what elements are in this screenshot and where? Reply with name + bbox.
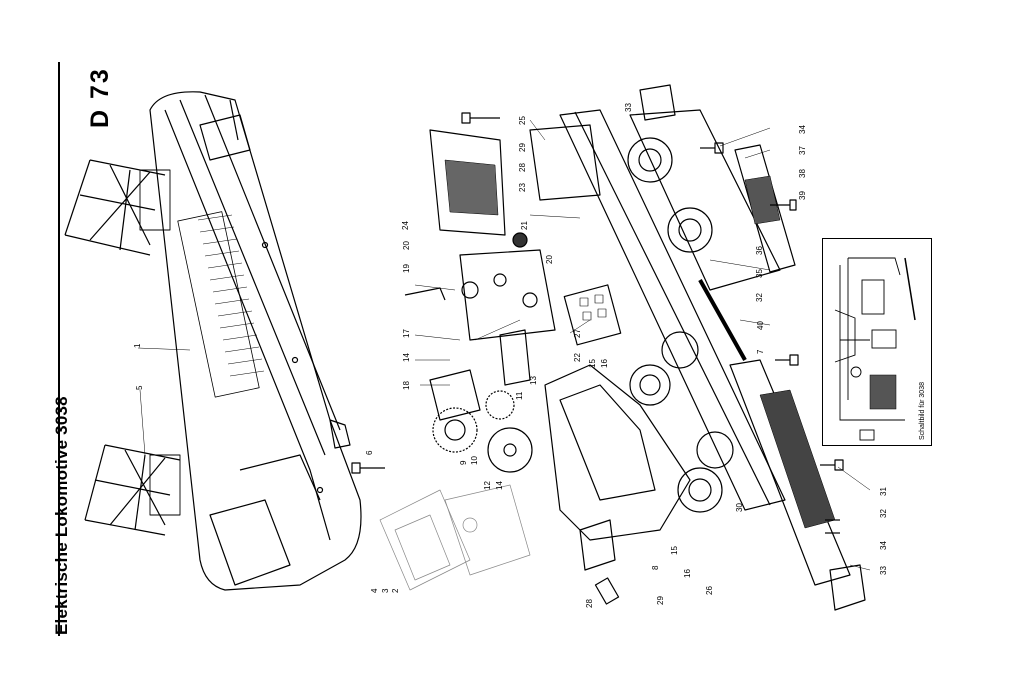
callout-3: 3 (381, 588, 390, 593)
bogie-upper (627, 84, 796, 291)
callout-17: 17 (402, 329, 411, 338)
callout-38: 38 (798, 169, 807, 178)
callout-15b: 15 (670, 546, 679, 555)
callout-11: 11 (515, 391, 524, 400)
callout-29b: 29 (656, 596, 665, 605)
callout-28a: 28 (518, 163, 527, 172)
callout-40: 40 (756, 321, 765, 330)
callout-35: 35 (755, 269, 764, 278)
callout-2: 2 (391, 588, 400, 593)
callout-25: 25 (518, 116, 527, 125)
pantograph-upper (64, 159, 171, 256)
schematic-caption: Schaltbild für 3038 (919, 382, 926, 440)
callout-34b: 34 (879, 541, 888, 550)
callout-5: 5 (135, 385, 144, 390)
callout-33b: 33 (879, 566, 888, 575)
callout-23: 23 (518, 183, 527, 192)
callout-9: 9 (459, 460, 468, 465)
callout-28b: 28 (585, 599, 594, 608)
callout-26: 26 (705, 586, 714, 595)
pantograph-lower (84, 444, 181, 536)
wiring-schematic-box (822, 238, 932, 446)
callout-22: 22 (573, 353, 582, 362)
callout-8: 8 (651, 565, 660, 570)
callout-34a: 34 (798, 125, 807, 134)
callout-12: 12 (483, 481, 492, 490)
title-rule (58, 62, 60, 636)
callout-1: 1 (133, 343, 142, 348)
callout-36: 36 (755, 246, 764, 255)
callout-37: 37 (798, 146, 807, 155)
callout-15a: 15 (588, 359, 597, 368)
callout-32b: 32 (879, 509, 888, 518)
callout-4: 4 (370, 588, 379, 593)
top-cover-assembly (429, 124, 601, 248)
bogie-lower (729, 359, 866, 611)
callout-20b: 20 (545, 255, 554, 264)
callout-20a: 20 (402, 241, 411, 250)
callout-14b: 14 (495, 481, 504, 490)
wiring-schematic (834, 257, 916, 441)
callout-16a: 16 (600, 359, 609, 368)
chassis-frame (559, 109, 786, 511)
callout-14a: 14 (402, 353, 411, 362)
locomotive-body (149, 91, 362, 591)
callout-27: 27 (573, 329, 582, 338)
callout-32a: 32 (755, 293, 764, 302)
leader-lines (137, 119, 871, 571)
callout-18: 18 (402, 381, 411, 390)
ghost-cab-parts (379, 484, 531, 591)
callout-39: 39 (798, 191, 807, 200)
callout-16b: 16 (683, 569, 692, 578)
callout-7: 7 (756, 349, 765, 354)
callout-21: 21 (520, 221, 529, 230)
callout-19: 19 (402, 264, 411, 273)
callout-10: 10 (470, 456, 479, 465)
callout-13: 13 (529, 376, 538, 385)
part-callouts: 1 2 3 4 5 6 7 8 9 10 11 12 13 14 14 15 1… (133, 103, 888, 608)
callout-30: 30 (735, 503, 744, 512)
callout-31: 31 (879, 487, 888, 496)
callout-29a: 29 (518, 143, 527, 152)
callout-6: 6 (365, 450, 374, 455)
wheel-sets (487, 331, 734, 513)
callout-24: 24 (401, 221, 410, 230)
screws (351, 112, 844, 605)
motor-gear-assembly (404, 249, 556, 453)
motor-housing (544, 364, 691, 571)
callout-33a: 33 (624, 103, 633, 112)
